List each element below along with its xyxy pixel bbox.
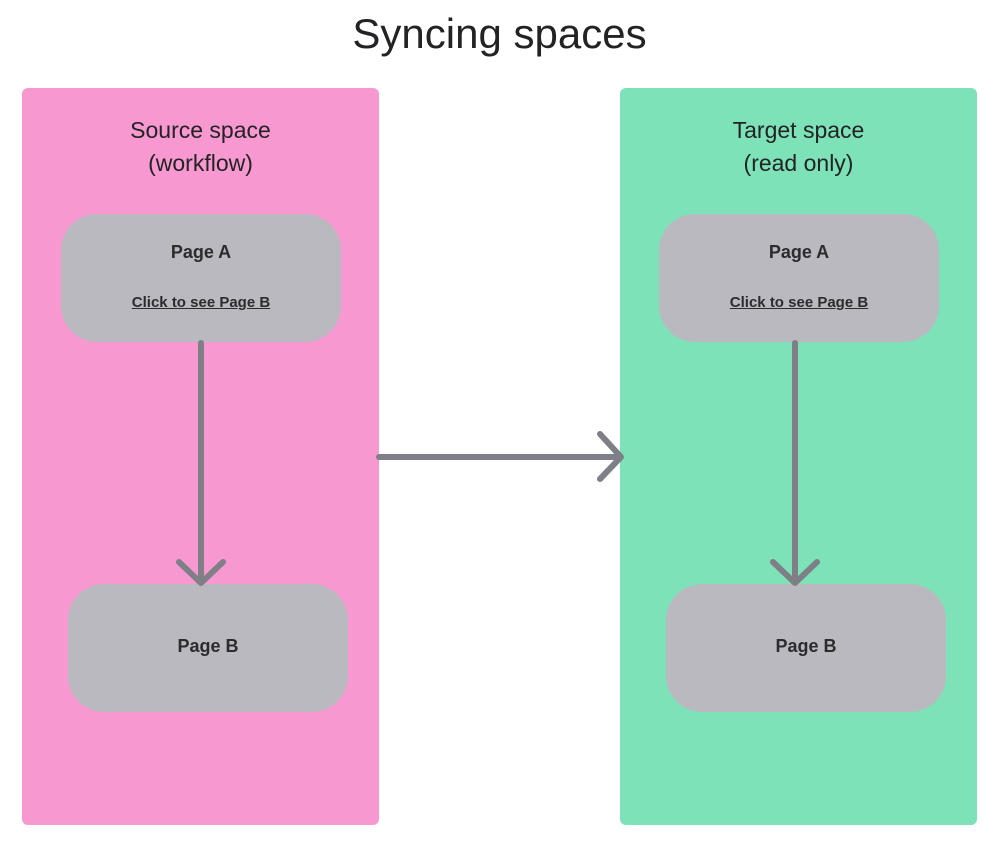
source-page-b-link[interactable]: Click to see Page B: [131, 294, 271, 311]
target-page-b-label: Page B: [775, 636, 837, 656]
target-space-title-line1: Target space: [732, 117, 865, 143]
target-space-title: Target space (read only): [620, 114, 977, 180]
source-page-b-card: Page B: [68, 584, 348, 712]
source-page-a-label: Page A: [170, 242, 232, 262]
target-page-b-card: Page B: [666, 584, 946, 712]
source-page-a-card: Page A Click to see Page B: [61, 214, 341, 342]
target-page-a-card: Page A Click to see Page B: [659, 214, 939, 342]
source-page-b-label: Page B: [177, 636, 239, 656]
target-page-a-label: Page A: [768, 242, 830, 262]
target-page-b-link[interactable]: Click to see Page B: [729, 294, 869, 311]
source-to-target-sync-arrow: [376, 431, 624, 482]
diagram-title: Syncing spaces: [352, 10, 647, 57]
source-space-title: Source space (workflow): [22, 114, 379, 180]
source-space-title-line2: (workflow): [148, 150, 253, 176]
source-space-panel: Source space (workflow) Page A Click to …: [22, 88, 379, 825]
target-space-panel: Target space (read only) Page A Click to…: [620, 88, 977, 825]
target-space-title-line2: (read only): [743, 150, 854, 176]
source-space-title-line1: Source space: [130, 117, 271, 143]
